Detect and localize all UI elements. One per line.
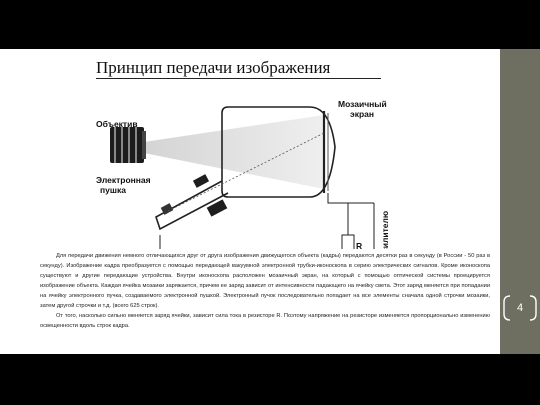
deflection-coil-top xyxy=(192,174,210,188)
right-bracket-icon xyxy=(529,295,537,321)
circuit xyxy=(159,193,374,249)
resistor-label: R xyxy=(356,241,362,249)
slide: Принцип передачи изображения xyxy=(0,49,540,354)
light-beam xyxy=(144,115,324,189)
tube-body xyxy=(221,106,336,198)
resistor xyxy=(341,234,355,249)
electron-gun-label: Электронная xyxy=(96,175,151,185)
electron-beam xyxy=(167,132,325,212)
iconoscope-diagram: Объектив Мозаичный экран Электронная пуш… xyxy=(96,99,390,249)
to-amplifier-label: К усилителю xyxy=(380,211,390,249)
lens-icon xyxy=(110,127,146,163)
side-bar xyxy=(500,49,540,354)
paragraph-2: От того, насколько сильно меняется заряд… xyxy=(40,313,490,329)
deflection-coil-bottom xyxy=(206,199,228,217)
lens-label: Объектив xyxy=(96,119,138,129)
mosaic-screen-label: Мозаичный xyxy=(338,99,387,109)
mosaic-screen-label-2: экран xyxy=(350,109,374,119)
page-number: 4 xyxy=(516,302,524,314)
title-underline xyxy=(96,78,381,79)
slide-title: Принцип передачи изображения xyxy=(96,58,331,77)
paragraph-1: Для передачи движения немного отличающих… xyxy=(40,253,490,309)
left-bracket-icon xyxy=(503,295,511,321)
electron-gun-neck xyxy=(155,180,229,231)
electron-gun-label-2: пушка xyxy=(100,185,126,195)
body-text: Для передачи движения немного отличающих… xyxy=(40,251,490,331)
